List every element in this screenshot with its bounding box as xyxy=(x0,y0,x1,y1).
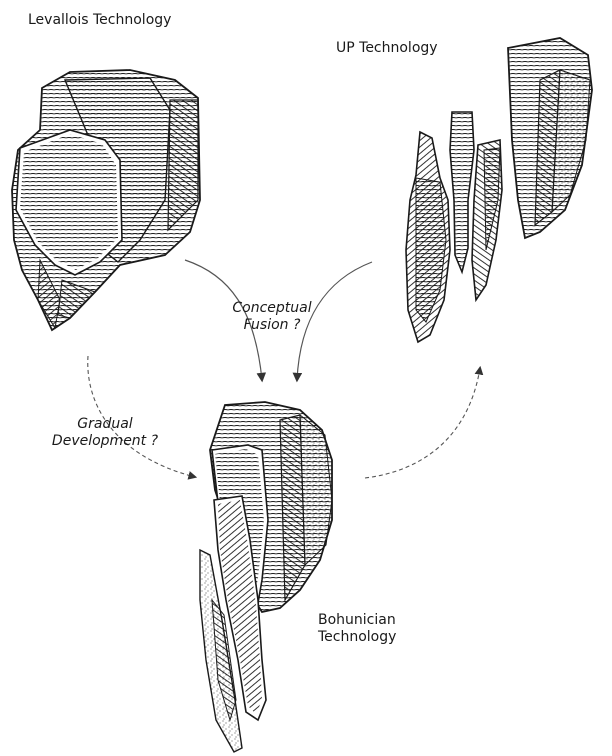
bohunician-line1: Bohunician xyxy=(318,612,396,629)
conceptual-fusion-line2: Fusion ? xyxy=(222,317,322,334)
arrow-bohunician-to-up-dashed xyxy=(365,368,480,478)
up-technology-label: UP Technology xyxy=(336,40,438,57)
bohunician-line2: Technology xyxy=(318,629,396,646)
bohunician-technology-label: Bohunician Technology xyxy=(318,612,396,646)
conceptual-fusion-label: Conceptual Fusion ? xyxy=(222,300,322,334)
gradual-development-line1: Gradual xyxy=(40,416,170,433)
gradual-development-label: Gradual Development ? xyxy=(40,416,170,450)
gradual-development-line2: Development ? xyxy=(40,433,170,450)
conceptual-fusion-line1: Conceptual xyxy=(222,300,322,317)
levallois-technology-label: Levallois Technology xyxy=(28,12,171,29)
